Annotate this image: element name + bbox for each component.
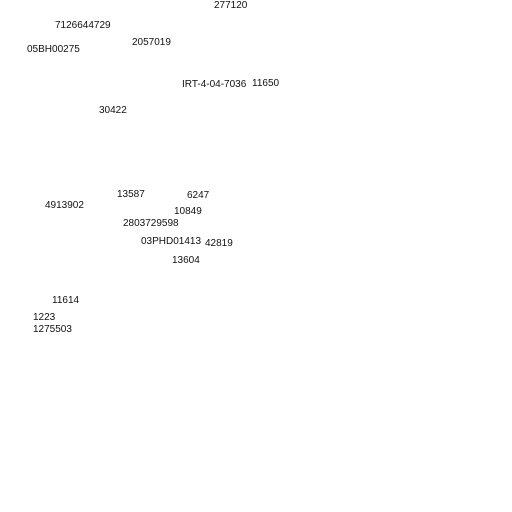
text-label: 11614 [52,295,80,306]
text-label: IRT-4-04-7036 [182,79,247,90]
text-label: 277120 [214,0,248,11]
text-label: 1223 [33,312,56,323]
text-label: 03PHD01413 [141,236,202,247]
text-label: 05BH00275 [27,44,80,55]
text-label: 2803729598 [123,218,179,229]
text-label: 11650 [252,78,280,89]
text-label: 42819 [205,238,233,249]
text-label: 1275503 [33,324,72,335]
text-label: 6247 [187,190,210,201]
text-label: 10849 [174,206,202,217]
text-label: 30422 [99,105,127,116]
text-label: 13587 [117,189,145,200]
text-label: 4913902 [45,200,84,211]
text-label: 2057019 [132,37,171,48]
text-label: 7126644729 [55,20,111,31]
text-label: 13604 [172,255,200,266]
